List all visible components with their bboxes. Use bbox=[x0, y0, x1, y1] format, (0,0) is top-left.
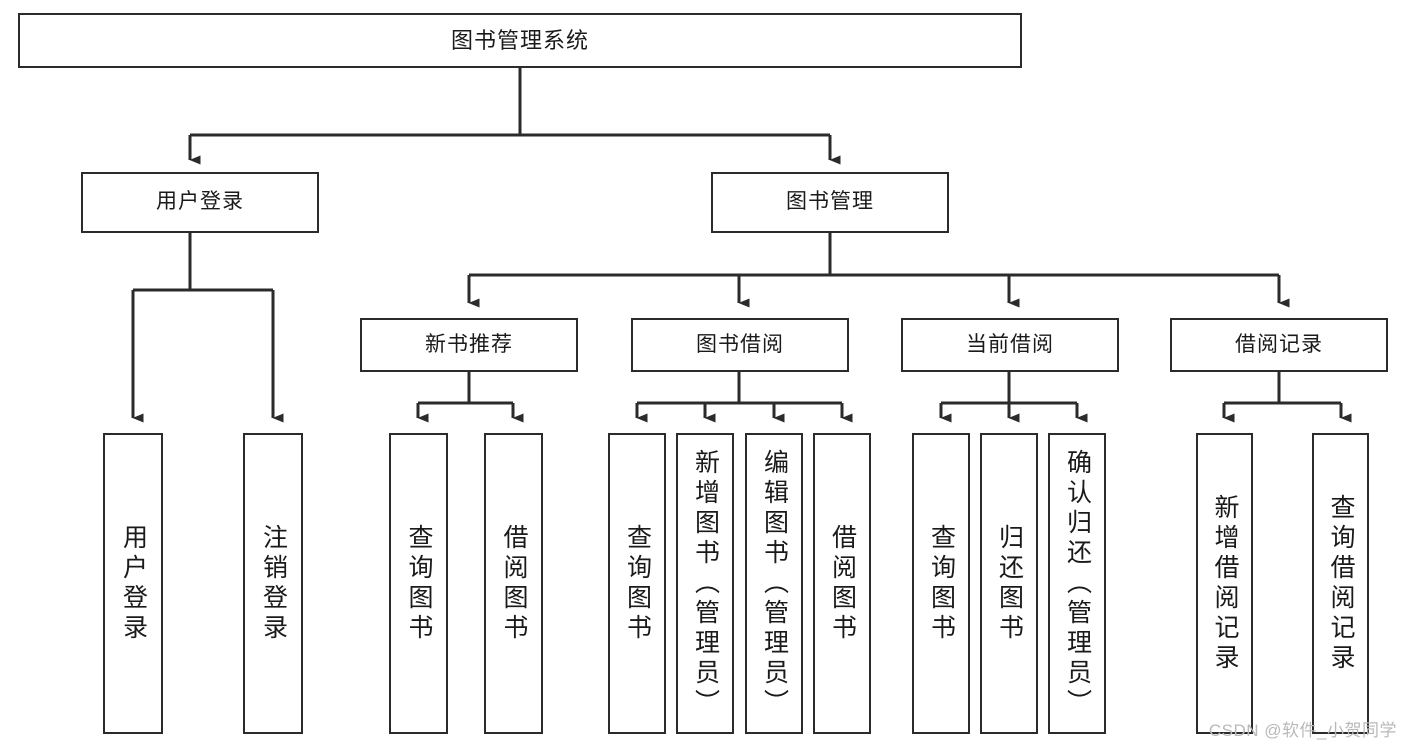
node-leaf-edit-book[interactable]: 编辑图书（管理员） bbox=[745, 433, 803, 734]
watermark-text: CSDN @软件_小贺同学 bbox=[1208, 721, 1397, 740]
node-leaf-query-book-3[interactable]: 查询图书 bbox=[912, 433, 970, 734]
node-book-borrow[interactable]: 图书借阅 bbox=[631, 318, 849, 372]
node-label: 用户登录 bbox=[156, 190, 244, 214]
node-label: 新增图书（管理员） bbox=[691, 448, 720, 719]
node-label: 借阅图书 bbox=[828, 523, 857, 644]
node-new-book-recommend[interactable]: 新书推荐 bbox=[360, 318, 578, 372]
node-leaf-query-record[interactable]: 查询借阅记录 bbox=[1312, 433, 1369, 734]
node-label: 查询借阅记录 bbox=[1327, 493, 1355, 674]
node-leaf-borrow-book-2[interactable]: 借阅图书 bbox=[813, 433, 871, 734]
node-leaf-query-book-2[interactable]: 查询图书 bbox=[608, 433, 666, 734]
node-book-manage[interactable]: 图书管理 bbox=[711, 172, 949, 233]
node-leaf-user-logout[interactable]: 注销登录 bbox=[243, 433, 303, 734]
node-label: 归还图书 bbox=[995, 523, 1024, 644]
node-label: 用户登录 bbox=[119, 523, 148, 644]
node-label: 借阅图书 bbox=[500, 523, 528, 644]
node-label: 图书管理系统 bbox=[450, 27, 589, 53]
node-leaf-query-book-1[interactable]: 查询图书 bbox=[389, 433, 448, 734]
node-label: 注销登录 bbox=[259, 523, 288, 644]
node-label: 新增借阅记录 bbox=[1211, 493, 1239, 674]
node-user-login[interactable]: 用户登录 bbox=[81, 172, 319, 233]
node-leaf-borrow-book-1[interactable]: 借阅图书 bbox=[484, 433, 543, 734]
node-label: 编辑图书（管理员） bbox=[760, 448, 789, 719]
node-label: 查询图书 bbox=[927, 523, 956, 644]
node-label: 查询图书 bbox=[623, 523, 652, 644]
node-leaf-add-book[interactable]: 新增图书（管理员） bbox=[676, 433, 734, 734]
node-label: 当前借阅 bbox=[966, 332, 1054, 356]
node-label: 图书管理 bbox=[786, 190, 874, 214]
node-leaf-confirm-return[interactable]: 确认归还（管理员） bbox=[1048, 433, 1106, 734]
node-label: 借阅记录 bbox=[1235, 332, 1323, 356]
node-label: 确认归还（管理员） bbox=[1063, 448, 1092, 719]
node-root-system[interactable]: 图书管理系统 bbox=[18, 13, 1022, 68]
node-label: 新书推荐 bbox=[425, 332, 513, 356]
node-leaf-return-book[interactable]: 归还图书 bbox=[980, 433, 1038, 734]
node-borrow-record[interactable]: 借阅记录 bbox=[1170, 318, 1388, 372]
node-label: 图书借阅 bbox=[696, 332, 784, 356]
node-leaf-user-login[interactable]: 用户登录 bbox=[103, 433, 163, 734]
node-label: 查询图书 bbox=[405, 523, 433, 644]
node-current-borrow[interactable]: 当前借阅 bbox=[901, 318, 1119, 372]
node-leaf-add-record[interactable]: 新增借阅记录 bbox=[1196, 433, 1253, 734]
